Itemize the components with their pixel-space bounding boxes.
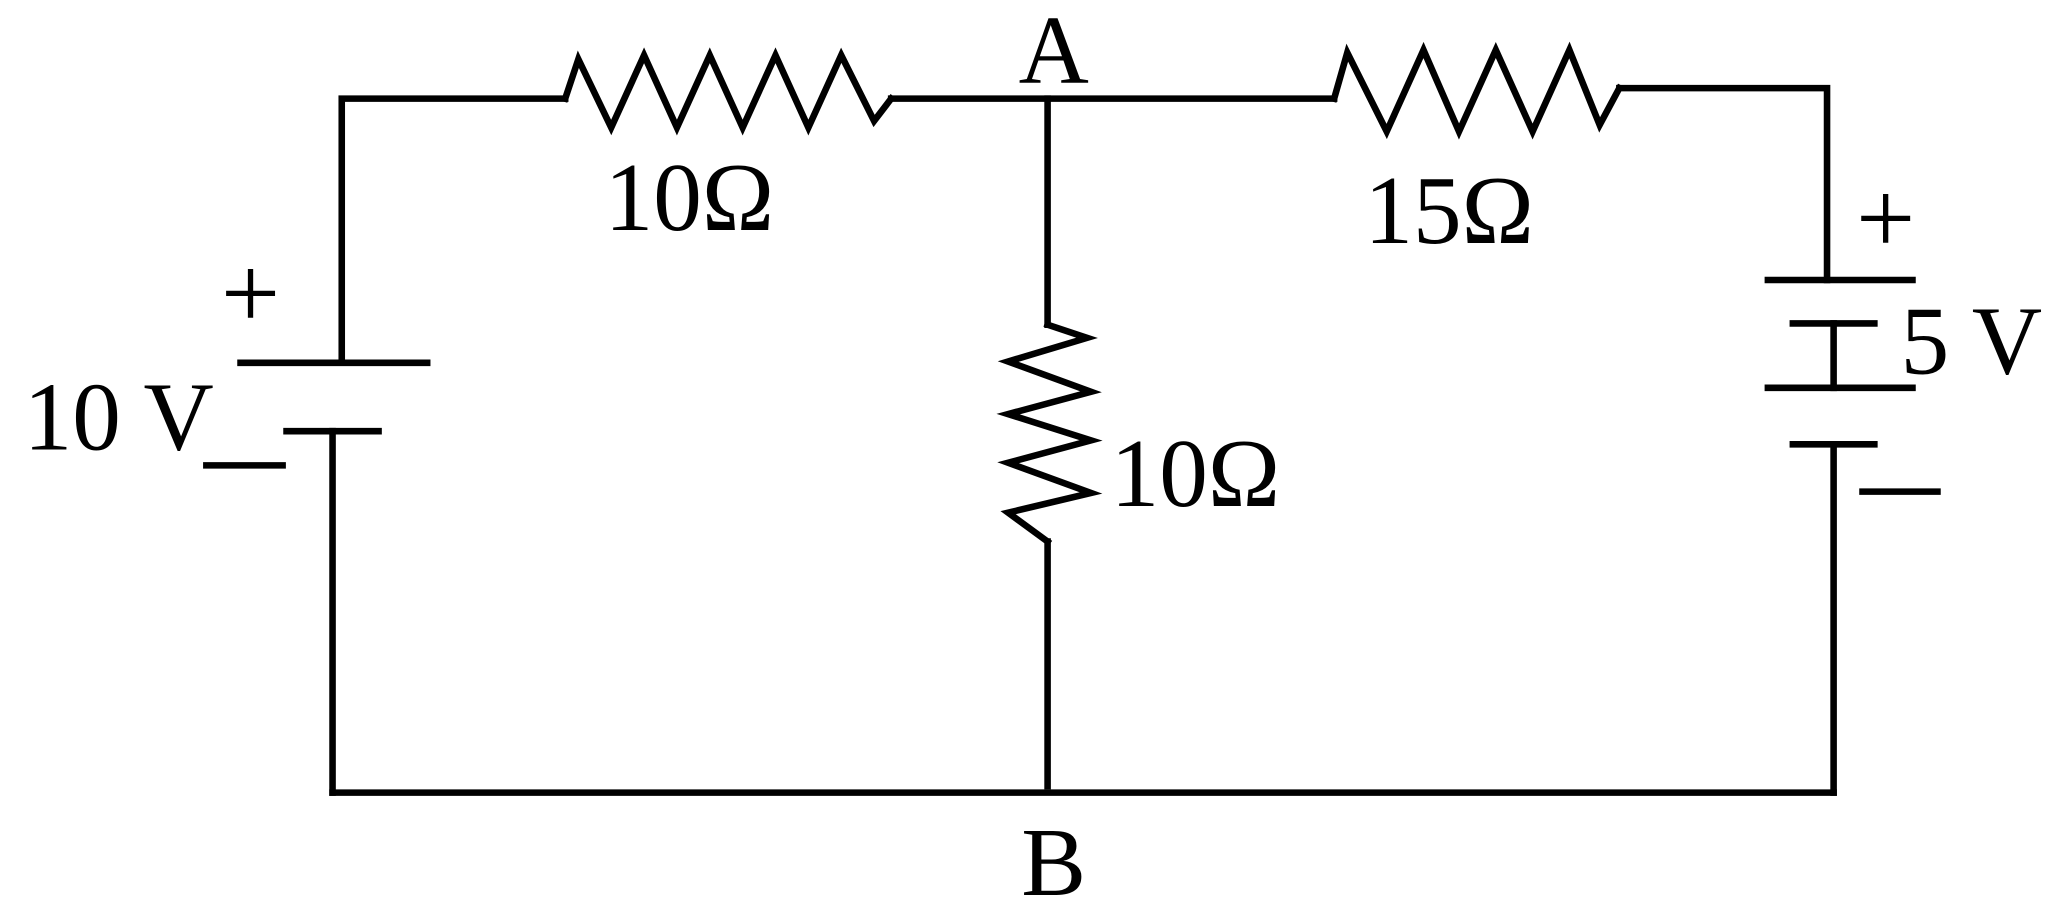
- resistor-15-ohm-label: 15Ω: [1364, 157, 1534, 265]
- battery-5v-label: 5 V: [1901, 287, 2042, 395]
- wire-right-top: [1616, 84, 1831, 284]
- resistor-10-ohm-middle: [996, 320, 1103, 547]
- node-a-label: A: [1019, 0, 1089, 105]
- resistor-15-ohm: [1330, 41, 1624, 140]
- resistor-10-ohm-left-label: 10Ω: [605, 144, 775, 252]
- battery-10v-label: 10 V: [24, 364, 214, 472]
- battery-5v-plus: +: [1856, 160, 1915, 277]
- resistor-10-ohm-left: [561, 47, 896, 136]
- resistor-10-ohm-middle-label: 10Ω: [1111, 420, 1281, 528]
- battery-10v-plus: +: [221, 235, 280, 352]
- node-b-label: B: [1021, 809, 1086, 911]
- wire-left-top: [338, 95, 569, 361]
